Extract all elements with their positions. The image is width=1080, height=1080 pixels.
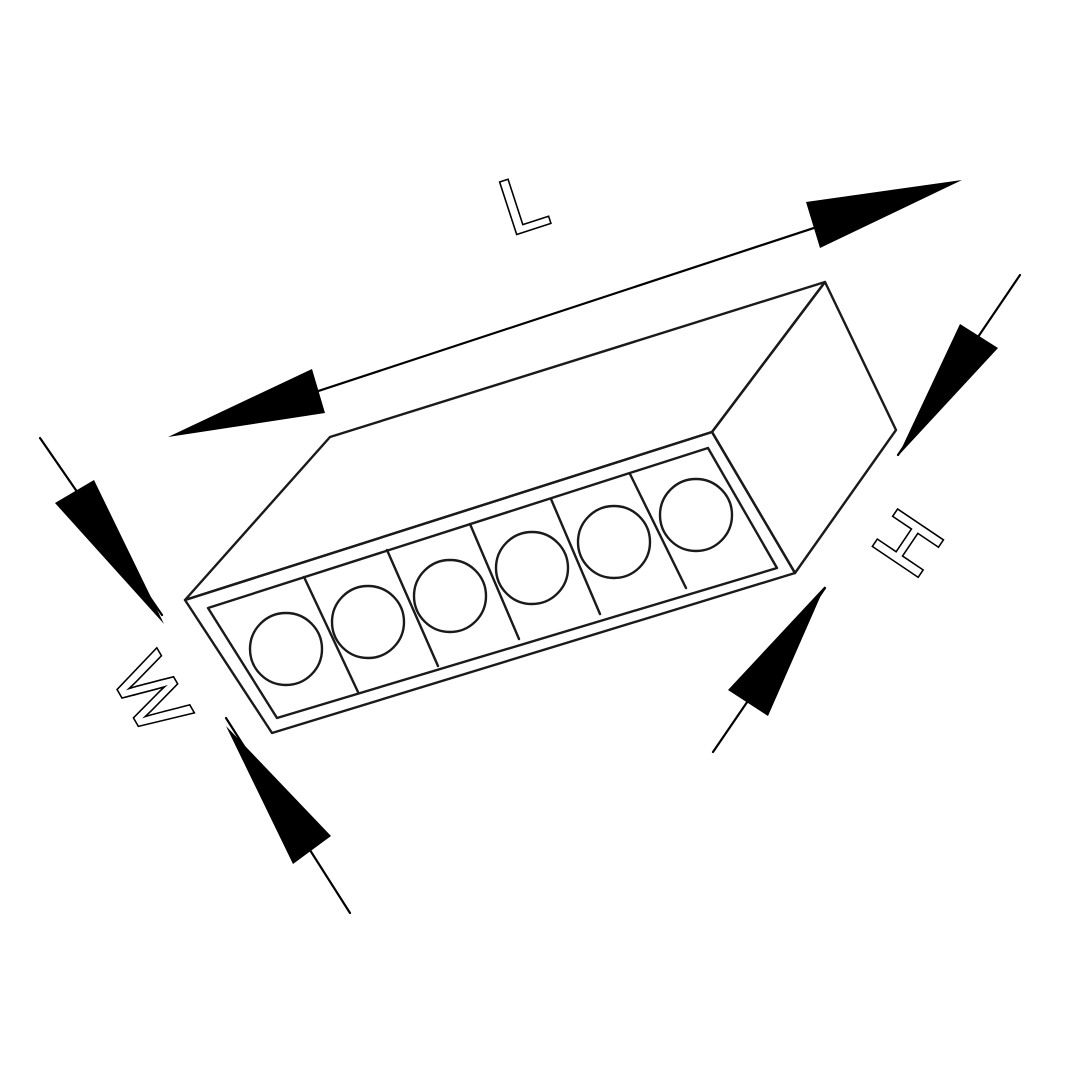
- lens-5: [576, 504, 652, 580]
- length-arrow-left-icon: [168, 369, 325, 437]
- width-dimension: W: [38, 436, 352, 915]
- height-arrow-top-icon: [898, 324, 998, 456]
- lens-dividers: [302, 472, 688, 694]
- length-dim-line: [213, 196, 907, 427]
- lens-1: [248, 611, 324, 687]
- divider-4: [549, 497, 602, 616]
- divider-5: [628, 472, 688, 590]
- width-arrow-top-icon: [55, 480, 164, 624]
- length-arrow-right-icon: [806, 180, 962, 248]
- lens-group: [248, 477, 734, 687]
- height-label: H: [856, 495, 960, 591]
- luminaire-body: [183, 280, 898, 735]
- divider-2: [385, 548, 440, 668]
- length-label: L: [489, 155, 557, 252]
- front-face: [183, 430, 797, 735]
- divider-1: [302, 575, 360, 694]
- length-dimension: L: [168, 153, 962, 437]
- divider-3: [468, 522, 521, 641]
- lens-6: [658, 477, 734, 553]
- lens-frame: [206, 446, 779, 720]
- lens-2: [330, 584, 406, 660]
- height-arrow-bottom-icon: [728, 586, 825, 716]
- lens-4: [494, 530, 570, 606]
- width-arrow-bottom-icon: [226, 726, 331, 864]
- lens-3: [412, 558, 488, 634]
- width-label: W: [95, 640, 208, 748]
